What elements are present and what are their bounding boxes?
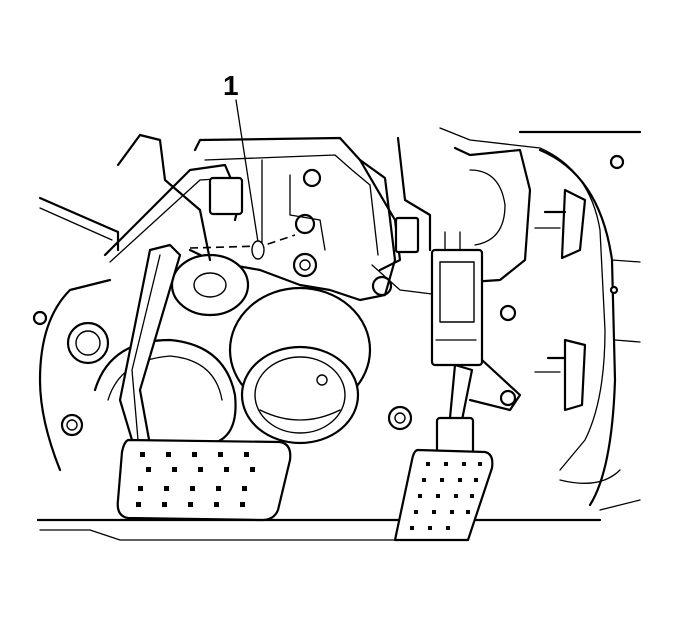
accelerator-pad-grip-dots xyxy=(410,462,482,530)
right-side-brackets xyxy=(534,188,587,412)
mount-bolts xyxy=(32,154,625,437)
pedal-bracket-housing xyxy=(188,136,397,302)
firewall-openings xyxy=(93,253,372,447)
callout-1-label: 1 xyxy=(223,70,239,101)
brake-pad-grip-dots xyxy=(136,452,255,507)
callout-1: 1 xyxy=(189,70,296,260)
dash-panel-outline xyxy=(36,127,642,541)
accelerator-pedal xyxy=(393,363,494,542)
brake-pedal-arm xyxy=(103,133,244,452)
brake-pedal-pad xyxy=(116,438,292,522)
accelerator-pedal-bracket xyxy=(358,136,532,412)
